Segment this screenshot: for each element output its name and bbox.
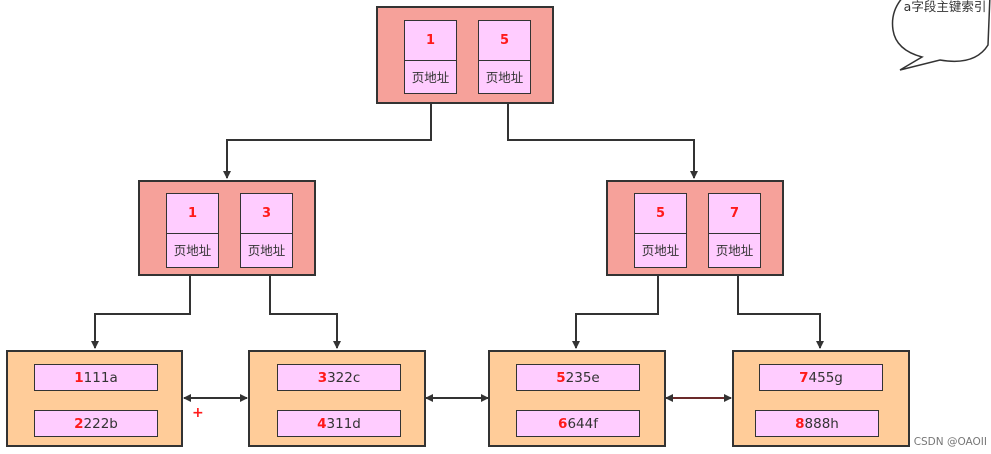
internal-left-key-1: 1 页地址 [166,193,219,268]
edge-root-to-left [223,104,432,179]
page-address: 页地址 [173,243,212,258]
key-value: 5 [635,194,686,234]
record-id: 8 [795,415,805,432]
page-address: 页地址 [411,69,450,85]
key-value: 1 [405,21,456,61]
internal-node-left: 1 页地址 3 页地址 [138,180,316,276]
record-id: 4 [317,415,327,432]
record-id: 2 [74,415,84,432]
record-id: 5 [556,369,566,386]
page-address: 页地址 [715,243,754,258]
root-key-1: 1 页地址 [404,20,457,94]
watermark: CSDN @OAOII [913,436,987,448]
record-rest: 888h [804,415,839,432]
record-rest: 311d [326,415,361,432]
internal-right-key-1: 5 页地址 [634,193,687,268]
page-address: 页地址 [247,243,286,258]
edge-root-to-right [507,104,698,179]
callout-text: a字段主键索引 [903,0,987,14]
record-id: 3 [317,369,328,386]
key-value: 5 [479,21,530,61]
edge-left-to-leaf2 [269,276,341,349]
record-rest: 111a [83,369,118,386]
record-id: 1 [74,369,84,386]
edge-right-to-leaf4 [737,276,824,349]
root-key-2: 5 页地址 [478,20,531,94]
callout-bubble [891,0,991,71]
edge-left-to-leaf1 [91,276,191,349]
record-rest: 222b [83,415,118,432]
key-value: 1 [167,194,218,234]
key-value: 3 [241,194,292,234]
internal-right-key-2: 7 页地址 [708,193,761,268]
page-address: 页地址 [485,69,524,85]
record-rest: 322c [327,369,361,386]
internal-left-key-2: 3 页地址 [240,193,293,268]
page-address: 页地址 [641,243,680,258]
record-rest: 455g [808,369,843,386]
internal-node-right: 5 页地址 7 页地址 [606,180,784,276]
key-value: 7 [709,194,760,234]
edge-right-to-leaf3 [572,276,659,349]
record-id: 7 [799,369,809,386]
root-node: 1 页地址 5 页地址 [376,6,554,104]
plus-mark: + [192,405,204,421]
record-rest: 235e [565,369,600,386]
record-rest: 644f [567,415,598,432]
record-id: 6 [558,415,568,432]
